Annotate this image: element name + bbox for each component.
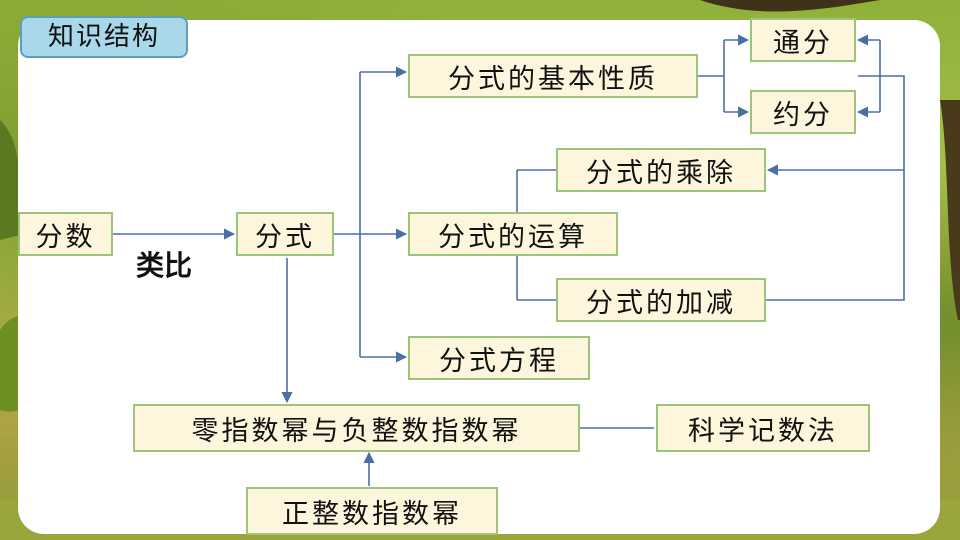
edge-jiajian-loop (766, 75, 905, 301)
right-tree-trunk (940, 100, 960, 320)
node-zhengzheng: 正整数指数幂 (246, 487, 498, 535)
node-yuefen: 约分 (750, 90, 856, 134)
node-kexue: 科学记数法 (656, 404, 870, 452)
node-chengchu: 分式的乘除 (556, 148, 766, 192)
node-fenshu: 分数 (18, 212, 113, 256)
node-yunsuan: 分式的运算 (408, 212, 618, 256)
node-jibenxingzhi: 分式的基本性质 (408, 54, 698, 98)
node-tongfen: 通分 (750, 18, 856, 62)
top-branches (700, 0, 880, 12)
edge-label-leibi: 类比 (136, 249, 193, 282)
node-fenshi: 分式 (236, 212, 334, 256)
section-title: 知识结构 (20, 16, 188, 58)
node-lingzhi: 零指数幂与负整数指数幂 (133, 404, 580, 452)
node-jiajian: 分式的加减 (556, 278, 766, 322)
node-fangcheng: 分式方程 (408, 336, 590, 380)
